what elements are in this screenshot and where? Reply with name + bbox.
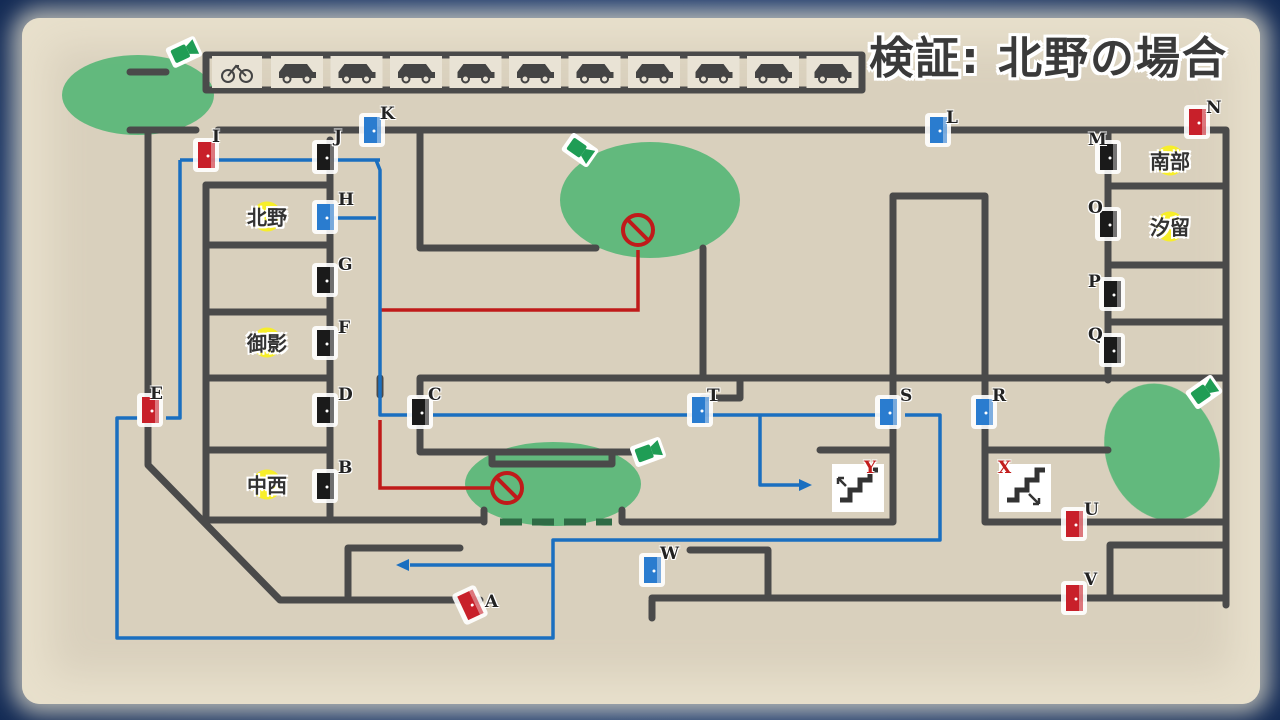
door-j-icon: [312, 140, 338, 174]
door-label-b: B: [338, 458, 353, 478]
door-o-icon: [1095, 207, 1121, 241]
car-icon: [509, 56, 561, 88]
camera-center-icon: [561, 132, 599, 168]
camera-zone-center: [560, 142, 740, 258]
room-label-mikage: 御影: [247, 328, 287, 357]
no-entry-lower-icon: [490, 471, 524, 505]
car-icon: [568, 56, 621, 88]
map-title: 検証: 北野の場合: [869, 33, 1228, 84]
door-u-icon: [1061, 507, 1087, 541]
door-label-h: H: [338, 190, 355, 210]
door-label-p: P: [1088, 272, 1101, 292]
stairs-label-y: Y: [864, 458, 877, 478]
blocked-routes: [378, 250, 640, 490]
door-s-icon: [875, 395, 901, 429]
car-icon: [687, 56, 740, 88]
camera-bottom-icon: [630, 437, 666, 467]
door-label-q: Q: [1088, 325, 1103, 345]
doors: [137, 105, 1210, 625]
door-f-icon: [312, 326, 338, 360]
door-label-a: A: [485, 592, 499, 612]
door-label-o: O: [1088, 198, 1103, 218]
room-label-kitano: 北野: [247, 202, 287, 231]
door-c-icon: [407, 395, 433, 429]
door-label-r: R: [992, 386, 1007, 406]
camera-zone-topleft: [62, 55, 214, 135]
room-label-nakanishi: 中西: [247, 470, 287, 499]
car-icon: [806, 56, 859, 88]
parking-row: [212, 56, 859, 88]
car-icon: [449, 56, 502, 88]
door-label-k: K: [380, 104, 395, 124]
door-k-icon: [359, 113, 385, 147]
door-t-icon: [687, 393, 713, 427]
door-a-icon: [452, 585, 488, 625]
security-cameras: [165, 36, 1223, 467]
camera-right-icon: [1185, 374, 1223, 410]
camera-zone-right: [1104, 383, 1220, 521]
door-label-g: G: [338, 255, 353, 275]
door-p-icon: [1099, 277, 1125, 311]
door-g-icon: [312, 263, 338, 297]
door-label-v: V: [1084, 570, 1098, 590]
door-label-s: S: [900, 386, 913, 406]
stairs-y-up-icon: [832, 464, 884, 512]
door-b-icon: [312, 469, 338, 503]
stairs-label-x: X: [998, 458, 1012, 478]
door-label-d: D: [338, 385, 353, 405]
door-i-icon: [193, 138, 219, 172]
no-entry-signs: [490, 213, 655, 505]
door-label-u: U: [1084, 500, 1099, 520]
door-h-icon: [312, 200, 338, 234]
door-v-icon: [1061, 581, 1087, 615]
route-arrow-right: [799, 479, 812, 491]
room-label-shiodome: 汐留: [1150, 212, 1190, 241]
door-q-icon: [1099, 333, 1125, 367]
stairs-x-down-icon: [999, 464, 1051, 512]
room-label-nanbu: 南部: [1150, 146, 1190, 175]
door-label-m: M: [1088, 130, 1107, 150]
door-n-icon: [1184, 105, 1210, 139]
car-icon: [330, 56, 383, 88]
door-label-l: L: [946, 108, 958, 128]
door-m-icon: [1095, 140, 1121, 174]
door-d-icon: [312, 393, 338, 427]
door-label-n: N: [1206, 98, 1222, 118]
car-icon: [628, 56, 680, 88]
walls: [126, 51, 1230, 622]
door-label-e: E: [150, 384, 163, 404]
door-e-icon: [137, 393, 163, 427]
no-entry-upper-icon: [621, 213, 655, 247]
bicycle-icon: [212, 56, 262, 88]
camera-top-left-icon: [165, 36, 203, 68]
door-r-icon: [971, 395, 997, 429]
door-label-i: I: [212, 127, 220, 147]
stairs: [832, 464, 1051, 512]
door-label-f: F: [338, 318, 351, 338]
door-label-w: W: [660, 544, 680, 564]
door-label-j: J: [334, 127, 343, 147]
door-w-icon: [639, 553, 665, 587]
door-label-t: T: [707, 386, 720, 406]
route-arrow-left: [396, 559, 409, 571]
escape-route: [115, 158, 942, 640]
car-icon: [271, 56, 323, 88]
door-l-icon: [925, 113, 951, 147]
door-label-c: C: [428, 385, 442, 405]
car-icon: [747, 56, 799, 88]
car-icon: [390, 56, 442, 88]
